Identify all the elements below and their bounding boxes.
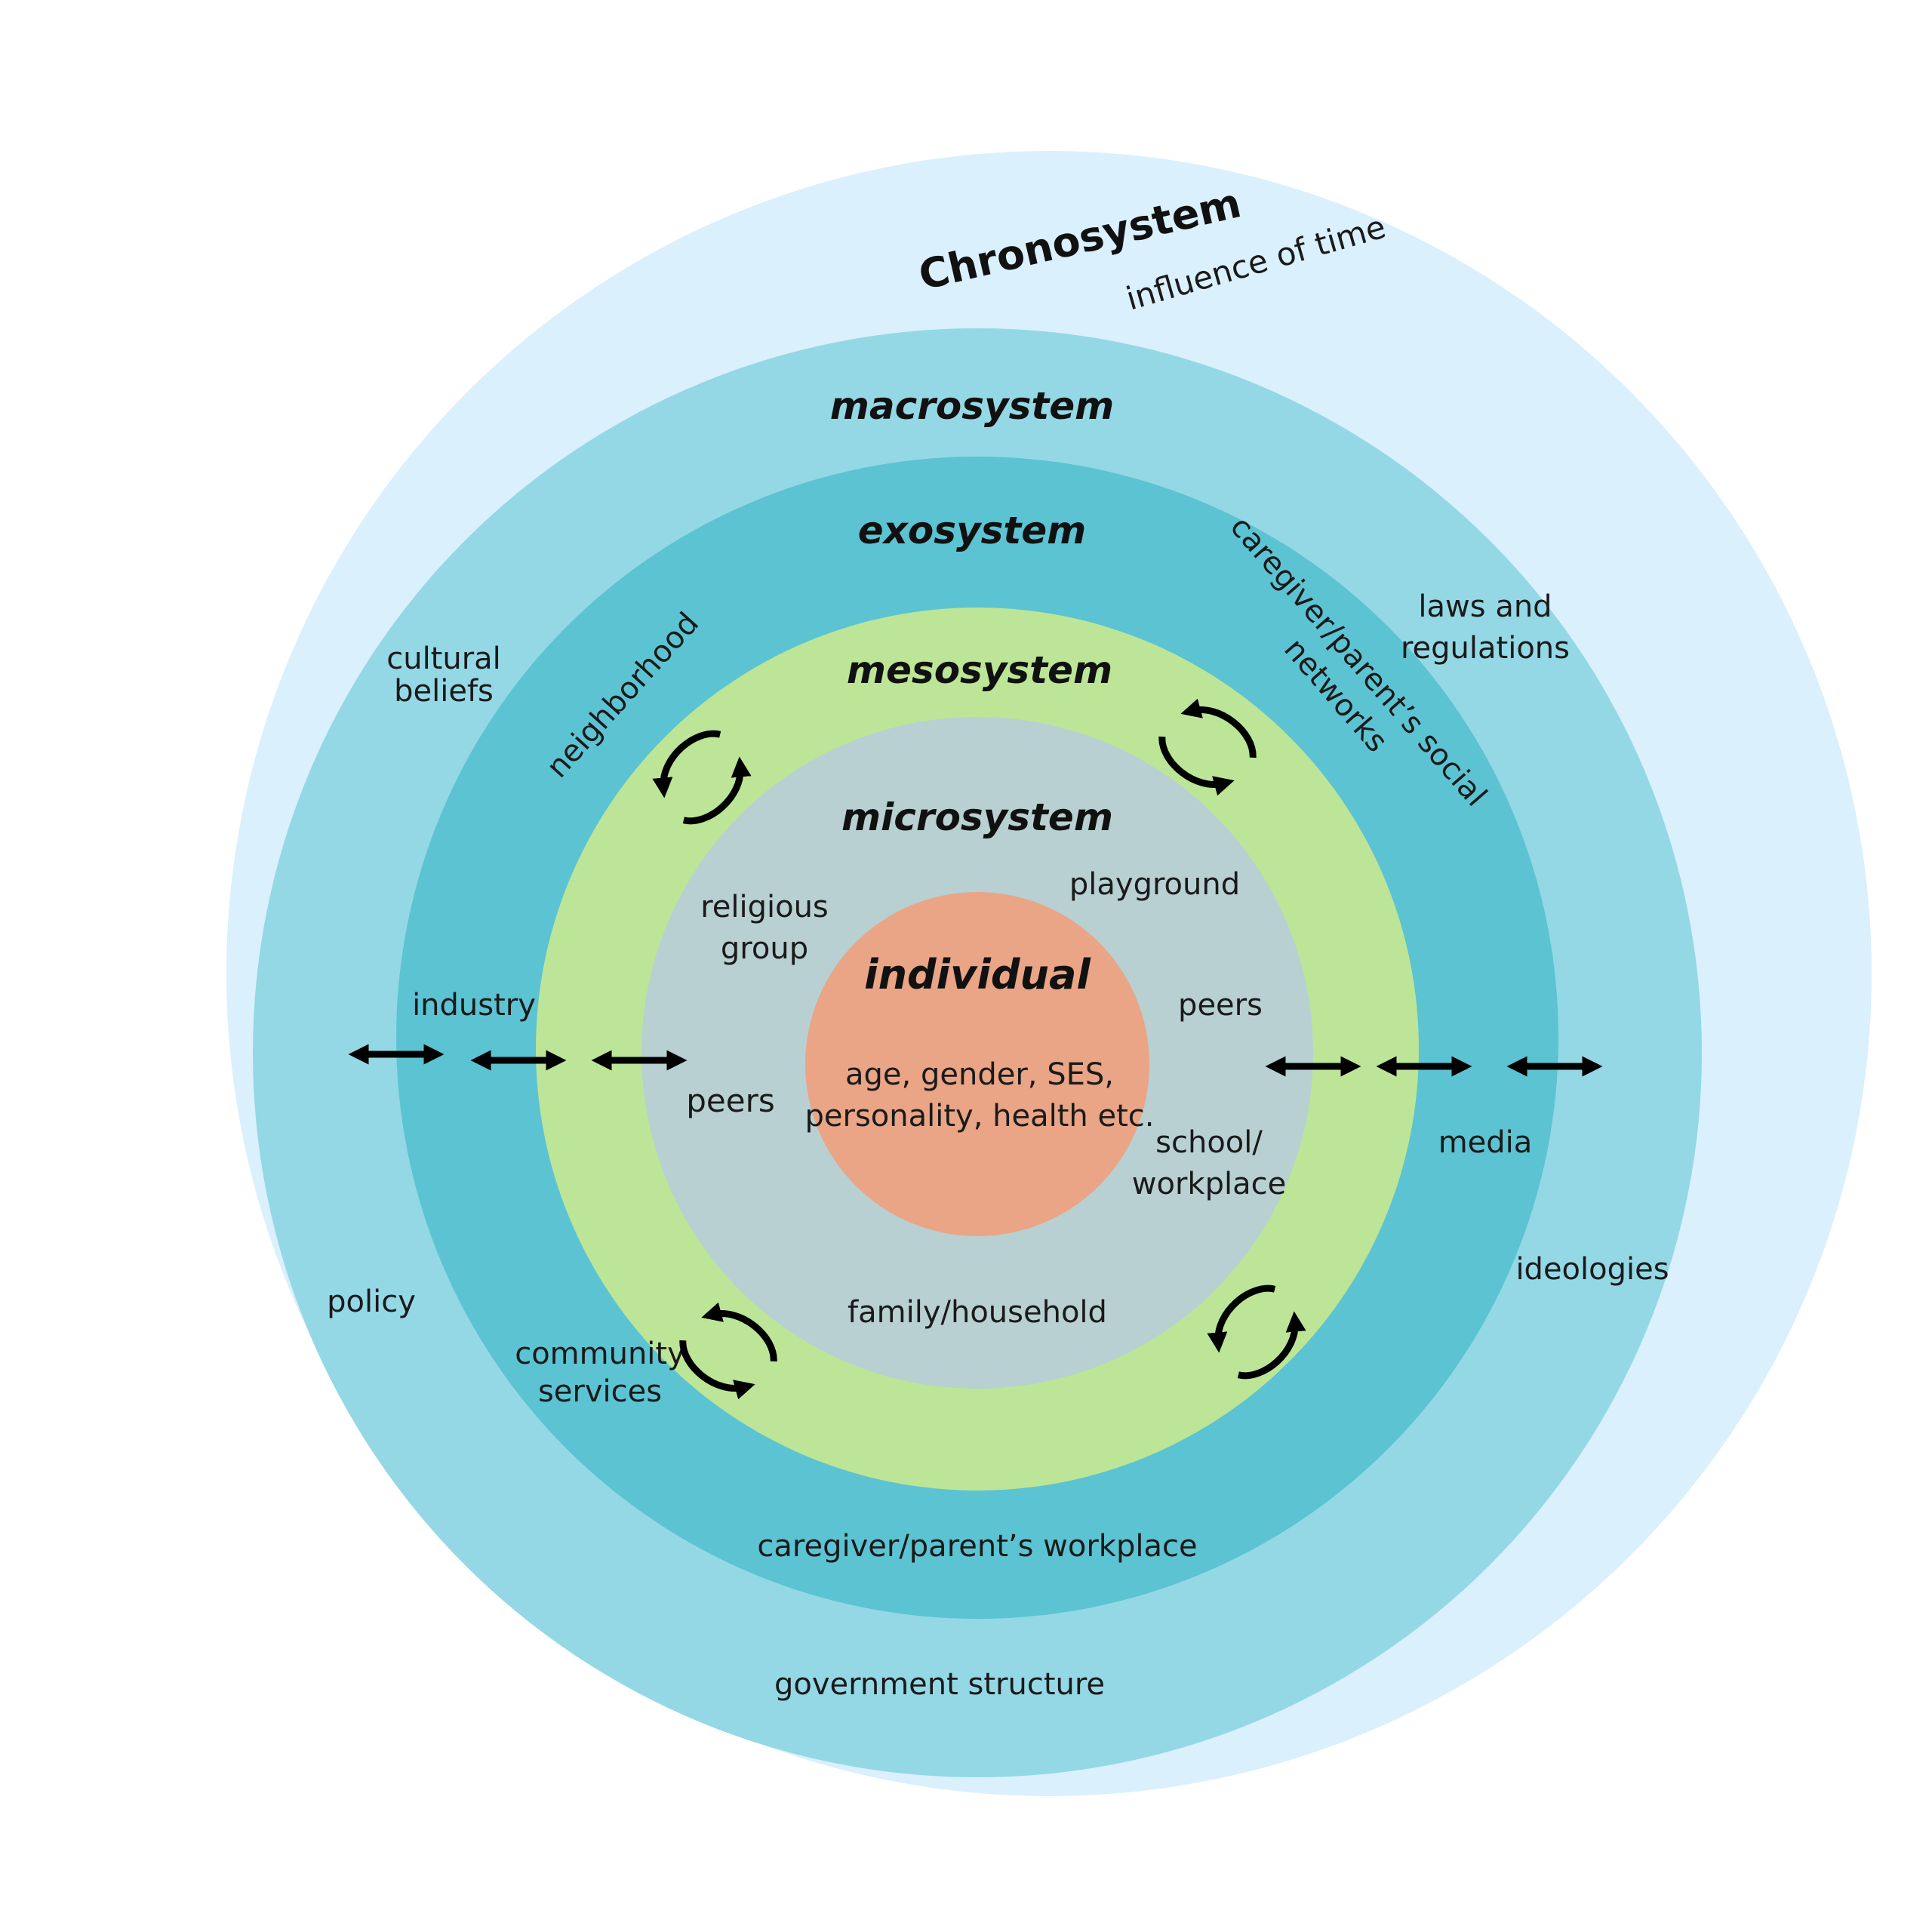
macro-laws-line1: laws and bbox=[1418, 589, 1552, 624]
exchange-arrows-icon bbox=[679, 1302, 777, 1400]
exchange-arrows-icon bbox=[652, 730, 752, 825]
individual-title: individual bbox=[864, 951, 1091, 998]
macro-ideologies: ideologies bbox=[1515, 1252, 1669, 1287]
micro-family-household: family/household bbox=[848, 1295, 1107, 1330]
exo-caregiver-workplace: caregiver/parent’s workplace bbox=[757, 1529, 1197, 1564]
micro-peers-right: peers bbox=[1178, 988, 1263, 1023]
micro-school-workplace-line2: workplace bbox=[1132, 1167, 1286, 1201]
micro-peers-left: peers bbox=[686, 1082, 775, 1119]
macro-laws-line2: regulations bbox=[1401, 631, 1570, 666]
micro-religious-group-line1: religious bbox=[700, 890, 829, 924]
exchange-arrows-icon bbox=[1158, 698, 1257, 796]
micro-religious-group-line2: group bbox=[721, 931, 808, 966]
exosystem-title: exosystem bbox=[858, 509, 1087, 552]
macrosystem-title: macrosystem bbox=[830, 384, 1115, 428]
exchange-arrows-icon bbox=[1207, 1284, 1306, 1380]
micro-school-workplace-line1: school/ bbox=[1155, 1125, 1263, 1160]
macro-cultural-beliefs-line1: cultural bbox=[386, 641, 501, 676]
individual-attributes-line1: age, gender, SES, bbox=[845, 1057, 1114, 1092]
individual-circle bbox=[805, 892, 1149, 1236]
exo-media: media bbox=[1438, 1125, 1533, 1160]
micro-playground: playground bbox=[1069, 867, 1240, 902]
microsystem-title: microsystem bbox=[841, 795, 1113, 839]
exo-industry: industry bbox=[412, 988, 536, 1023]
macro-government-structure: government structure bbox=[774, 1667, 1105, 1702]
exo-community-services-line2: services bbox=[538, 1374, 662, 1409]
exo-community-services-line1: community bbox=[515, 1337, 685, 1371]
mesosystem-title: mesosystem bbox=[847, 648, 1112, 692]
macro-cultural-beliefs-line2: beliefs bbox=[394, 674, 494, 709]
individual-attributes-line2: personality, health etc. bbox=[805, 1099, 1155, 1134]
macro-policy: policy bbox=[327, 1284, 416, 1319]
